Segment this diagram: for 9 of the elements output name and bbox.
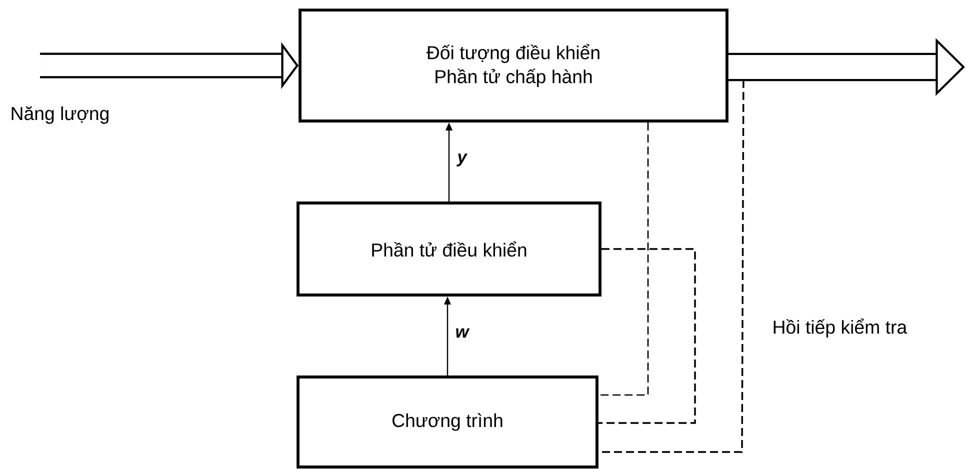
text-label: Hồi tiếp kiểm tra	[774, 318, 908, 338]
text-label: Năng lượng	[12, 106, 108, 124]
process-box: Chương trình	[296, 376, 598, 468]
feedback-line	[598, 122, 649, 396]
process-box: Phần tử điều khiển	[296, 202, 602, 296]
edge-label: y	[456, 152, 468, 168]
feedback-line	[598, 248, 696, 424]
process-box: Đối tượng điều khiển Phần tử chấp hành	[298, 8, 728, 122]
edge-label: w	[454, 327, 470, 339]
